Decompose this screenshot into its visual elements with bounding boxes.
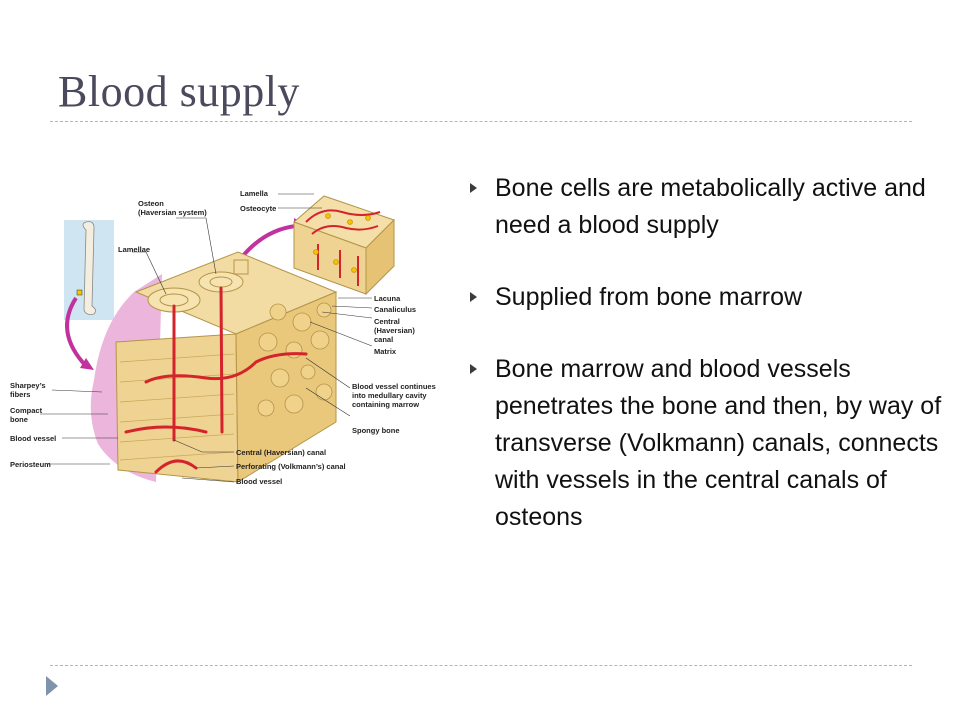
inset-block-side [365,218,395,296]
bone-diagram: Osteon (Haversian system) Lamellae Lamel… [10,189,436,486]
footer-divider [50,665,912,666]
title-divider [50,121,912,122]
bullet-item: Supplied from bone marrow [468,279,956,316]
bullet-item: Bone cells are metabolically active and … [468,170,956,244]
lamellae-lines [119,353,235,461]
label-central-canal-1: Central [374,317,400,326]
label-blood-vessel-left: Blood vessel [10,434,56,443]
bullet-arrow-icon [470,183,477,193]
bullet-arrow-icon [470,364,477,374]
blood-vessels [124,286,308,474]
label-lamella: Lamella [240,189,269,198]
slide-title: Blood supply [58,67,300,116]
label-vessel-marrow-3: containing marrow [352,400,419,409]
label-sharpeys-1: Sharpey’s [10,381,46,390]
label-central-canal-3: canal [374,335,393,344]
label-spongy-bone: Spongy bone [352,426,400,435]
bullet-text: Bone marrow and blood vessels penetrates… [495,355,942,531]
label-blood-vessel-bottom: Blood vessel [236,477,282,486]
label-vessel-marrow-2: into medullary cavity [352,391,427,400]
bone-anatomy-figure: Osteon (Haversian system) Lamellae Lamel… [6,182,456,502]
zoom-arrow-left-head [80,358,94,370]
label-compact-2: bone [10,415,28,424]
bullet-list: Bone cells are metabolically active and … [468,170,956,536]
label-lamellae: Lamellae [118,245,150,254]
bullet-arrow-icon [470,292,477,302]
osteocytes [313,213,371,273]
label-osteocyte: Osteocyte [240,204,276,213]
zoom-arrow-left [65,296,88,368]
label-sharpeys-2: fibers [10,390,30,399]
next-slide-arrow-icon[interactable] [46,676,58,696]
zoom-marker [76,289,83,296]
label-perforating-canal: Perforating (Volkmann’s) canal [236,462,346,471]
label-vessel-marrow-1: Blood vessel continues [352,382,436,391]
label-matrix: Matrix [374,347,397,356]
bullet-item: Bone marrow and blood vessels penetrates… [468,351,956,536]
long-bone-icon [82,221,96,315]
bullet-text: Bone cells are metabolically active and … [495,174,926,239]
label-compact-1: Compact [10,406,43,415]
label-central-haversian-canal: Central (Haversian) canal [236,448,326,457]
osteon-cutout [233,259,249,275]
label-osteon-sub: (Haversian system) [138,208,207,217]
label-osteon: Osteon [138,199,164,208]
inset-canals [305,209,381,286]
bullet-text: Supplied from bone marrow [495,283,803,311]
label-central-canal-2: (Haversian) [374,326,415,335]
label-periosteum: Periosteum [10,460,51,469]
label-canaliculus: Canaliculus [374,305,416,314]
label-lacuna: Lacuna [374,294,401,303]
leader-lines [40,193,373,483]
